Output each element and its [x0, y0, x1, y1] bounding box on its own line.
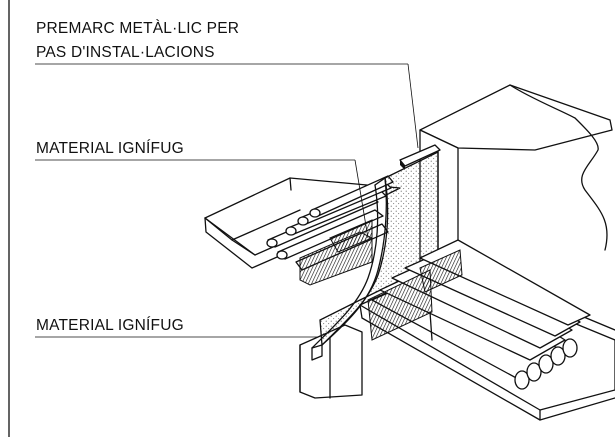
- leader-upper-pointer: [354, 159, 369, 239]
- label-fireproof-upper: MATERIAL IGNÍFUG: [36, 140, 184, 157]
- cables-left: [266, 175, 394, 286]
- label-fireproof-lower: MATERIAL IGNÍFUG: [36, 317, 184, 334]
- leader-lines: [35, 63, 419, 338]
- label-frame-line1: PREMARC METÀL·LIC PER: [36, 20, 239, 37]
- label-frame-line2: PAS D'INSTAL·LACIONS: [36, 44, 215, 61]
- metal-frame: [311, 144, 441, 361]
- leader-frame-pointer: [407, 63, 419, 149]
- cables-right: [367, 239, 591, 390]
